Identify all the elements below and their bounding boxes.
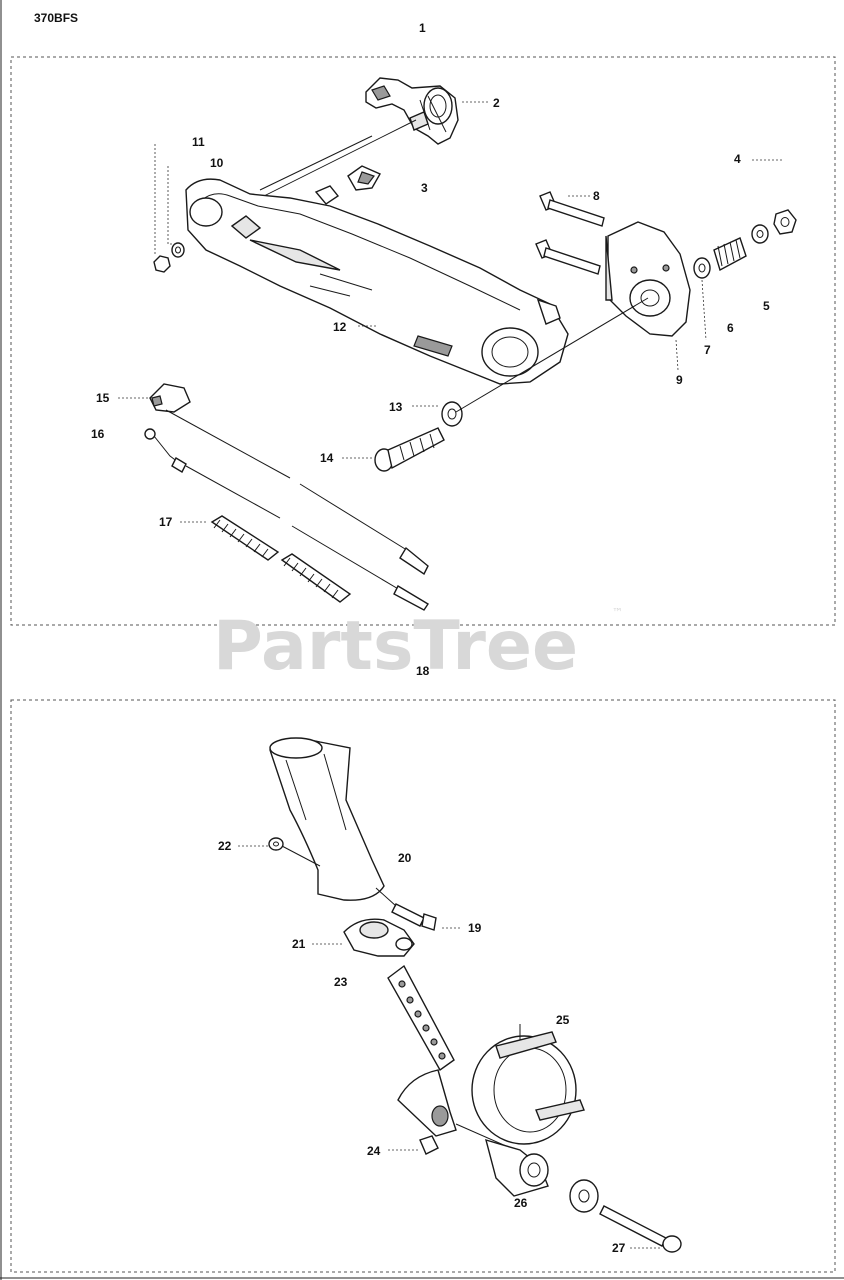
part-3-clip xyxy=(314,165,381,205)
part-2-trigger-housing xyxy=(365,77,459,145)
callouts-bottom: 19 20 21 22 23 24 25 26 27 xyxy=(218,839,626,1255)
callout-22: 22 xyxy=(218,839,232,853)
callout-10: 10 xyxy=(210,156,224,170)
callout-23: 23 xyxy=(334,975,348,989)
callout-8: 8 xyxy=(593,189,600,203)
part-16-throttle-cable xyxy=(144,409,429,611)
callout-24: 24 xyxy=(367,1144,381,1158)
model-label: 370BFS xyxy=(34,11,78,25)
part-27-knob-bolt xyxy=(569,1179,682,1253)
part-24-holder xyxy=(397,1069,457,1155)
part-5-washer-nut xyxy=(751,209,797,244)
part-11-nut xyxy=(153,144,178,273)
callout-19: 19 xyxy=(468,921,482,935)
callout-21: 21 xyxy=(292,937,306,951)
part-6-spring xyxy=(713,237,747,272)
part-13-washer xyxy=(441,401,463,427)
callout-17: 17 xyxy=(159,515,173,529)
callout-6: 6 xyxy=(727,321,734,335)
callout-13: 13 xyxy=(389,400,403,414)
callout-leaders xyxy=(118,101,707,1249)
callout-2: 2 xyxy=(493,96,500,110)
part-23-adjuster-bar xyxy=(387,964,455,1072)
callout-5: 5 xyxy=(763,299,770,313)
part-22-nut xyxy=(268,837,284,851)
part-12-handle-arm xyxy=(185,178,569,385)
part-17-cable-sleeves xyxy=(210,515,352,603)
callout-11: 11 xyxy=(192,135,205,149)
part-26-pivot xyxy=(485,1138,549,1197)
part-25-ring-bracket xyxy=(471,1024,585,1145)
callout-15: 15 xyxy=(96,391,110,405)
callout-16: 16 xyxy=(91,427,105,441)
callout-25: 25 xyxy=(556,1013,570,1027)
callout-27: 27 xyxy=(612,1241,626,1255)
callout-14: 14 xyxy=(320,451,334,465)
callouts-top: 2 3 4 5 6 7 8 9 10 11 12 13 14 15 16 17 xyxy=(91,96,770,529)
callout-9: 9 xyxy=(676,373,683,387)
part-20-handle-grip xyxy=(269,737,385,901)
part-8-screws xyxy=(535,191,605,275)
part-14-bolt xyxy=(374,427,445,472)
callout-26: 26 xyxy=(514,1196,528,1210)
callout-7: 7 xyxy=(704,343,711,357)
watermark-trademark: ™ xyxy=(612,606,623,619)
part-7-washer xyxy=(693,257,711,279)
watermark: PartsTree xyxy=(213,607,578,686)
callout-12: 12 xyxy=(333,320,347,334)
callout-20: 20 xyxy=(398,851,412,865)
callout-3: 3 xyxy=(421,181,428,195)
part-21-clamp xyxy=(343,918,415,957)
group-top-label: 1 xyxy=(419,21,426,35)
part-19-screw xyxy=(391,903,437,931)
callout-4: 4 xyxy=(734,152,741,166)
part-9-bracket-plate xyxy=(605,221,691,337)
bottom-section-frame xyxy=(10,699,836,1273)
part-10-washer xyxy=(171,242,185,258)
part-15-stop-switch xyxy=(149,383,191,413)
group-bottom-label: 18 xyxy=(416,664,430,678)
